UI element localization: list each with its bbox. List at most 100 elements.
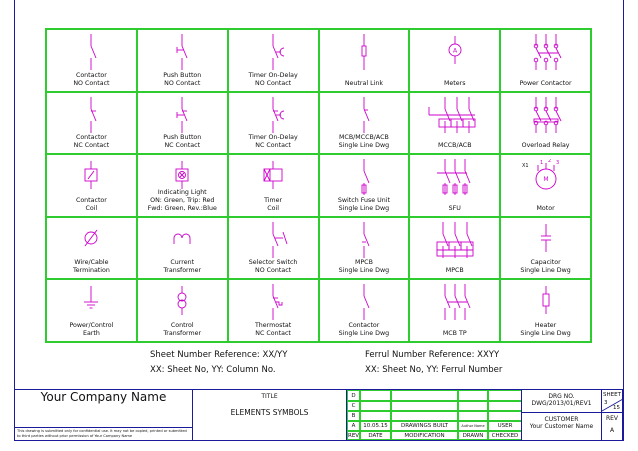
push-nc-symbol-icon	[176, 96, 188, 133]
drawing-number: DRG NO. DWG/2013/01/REV1	[521, 390, 601, 412]
symbol-label: NO Contact	[254, 79, 292, 87]
title-label: TITLE	[261, 393, 278, 400]
sfu1-symbol-icon	[361, 159, 370, 196]
rev-a-date: 10.05.15	[360, 421, 391, 431]
customer-label: CUSTOMER	[544, 416, 579, 423]
symbol-label: Overload Relay	[521, 142, 570, 150]
rev-row-cell	[458, 390, 488, 401]
symbol-label: Transformer	[163, 329, 202, 337]
symbol-label: Timer On-Delay	[248, 134, 298, 142]
symbol-cell-mccb3: MCCB/ACB	[409, 91, 501, 155]
symbol-label: Fwd: Green, Rev.:Blue	[147, 204, 217, 212]
symbol-label: NO Contact	[164, 79, 201, 87]
symbol-label: Timer	[264, 196, 283, 204]
symbol-label: Current	[170, 259, 195, 267]
earth-symbol-icon	[84, 286, 99, 309]
push-no-symbol-icon	[176, 34, 188, 70]
rev-row-letter: C	[347, 401, 360, 411]
symbol-label: Switch Fuse Unit	[337, 196, 390, 204]
frame-left-border	[14, 0, 15, 441]
symbol-label: Termination	[72, 267, 110, 275]
disclaimer: This drawing is submitted only for confi…	[15, 427, 192, 441]
symbol-label: Wire/Cable	[74, 259, 109, 267]
mpcb1-symbol-icon	[361, 221, 370, 258]
timer-coil-symbol-icon	[263, 161, 283, 190]
mcb-symbol-icon	[363, 96, 370, 133]
symbol-cell-power-contactor: Power Contactor	[500, 29, 591, 92]
rev-row-cell	[360, 390, 391, 401]
symbol-label: Coil	[85, 204, 98, 212]
power-contactor-symbol-icon	[533, 34, 561, 70]
rev-row-letter: D	[347, 390, 360, 401]
svg-text:M: M	[543, 176, 548, 183]
sheet-ref-desc: XX: Sheet No, YY: Column No.	[150, 365, 276, 375]
rev-label: REV	[605, 415, 619, 422]
drg-number: DWG/2013/01/REV1	[531, 400, 592, 407]
symbol-cell-sfu3: SFU	[409, 154, 501, 217]
nc-contact-symbol-icon	[90, 96, 97, 133]
symbol-label: Earth	[82, 329, 100, 337]
symbol-label: NC Contact	[73, 142, 110, 150]
title-block: Your Company Name This drawing is submit…	[14, 389, 623, 441]
rev-row-cell	[391, 411, 458, 421]
frame-right-border	[623, 0, 624, 441]
symbol-label: Meters	[443, 79, 466, 87]
symbol-label: Power Contactor	[519, 79, 572, 87]
symbol-label: Thermostat	[254, 321, 292, 329]
symbol-label: Control	[170, 321, 194, 329]
svg-text:X1: X1	[522, 163, 529, 169]
rev-row-cell	[360, 401, 391, 411]
symbol-label: NC Contact	[255, 329, 291, 337]
ferrul-ref-desc: XX: Sheet No, YY: Ferrul Number	[365, 365, 503, 375]
rev-row-cell	[488, 411, 522, 421]
symbol-label: NC Contact	[255, 142, 291, 150]
mcbtp-symbol-icon	[444, 284, 471, 321]
symbol-label: Single Line Dwg	[338, 267, 390, 275]
symbol-label: Single Line Dwg	[338, 142, 390, 150]
contactor1-symbol-icon	[363, 284, 370, 321]
sheet-ref-text: Sheet Number Reference: XX/YY	[150, 350, 288, 360]
company-name: Your Company Name	[40, 390, 167, 404]
lamp-symbol-icon	[175, 161, 189, 190]
header-rev: REV	[347, 431, 360, 440]
ferrul-reference: Ferrul Number Reference: XXYY XX: Sheet …	[365, 348, 502, 378]
rev-a-checked: USER	[488, 421, 522, 431]
customer-name: Your Customer Name	[529, 423, 594, 430]
symbol-label: Neutral Link	[344, 79, 383, 87]
rev-row-cell	[391, 401, 458, 411]
rev-row-cell	[488, 401, 522, 411]
rev-value: A	[609, 427, 615, 434]
ct-symbol-icon	[173, 233, 191, 244]
symbol-label: Push Button	[163, 134, 202, 142]
coil-symbol-icon	[84, 161, 98, 190]
header-drawn: DRAWN	[458, 431, 488, 440]
mccb3-symbol-icon	[428, 96, 476, 133]
svg-text:1: 1	[540, 160, 543, 166]
symbol-label: ON: Green, Trip: Red	[150, 196, 215, 204]
symbol-label: Single Line Dwg	[520, 267, 571, 275]
rev-section: REV A	[601, 412, 622, 440]
symbol-label: Contactor	[75, 134, 107, 142]
symbol-label: Contactor	[75, 71, 107, 79]
sheet-label: SHEET	[603, 392, 621, 398]
capacitor-symbol-icon	[540, 223, 551, 252]
symbol-label: Indicating Light	[157, 188, 207, 196]
